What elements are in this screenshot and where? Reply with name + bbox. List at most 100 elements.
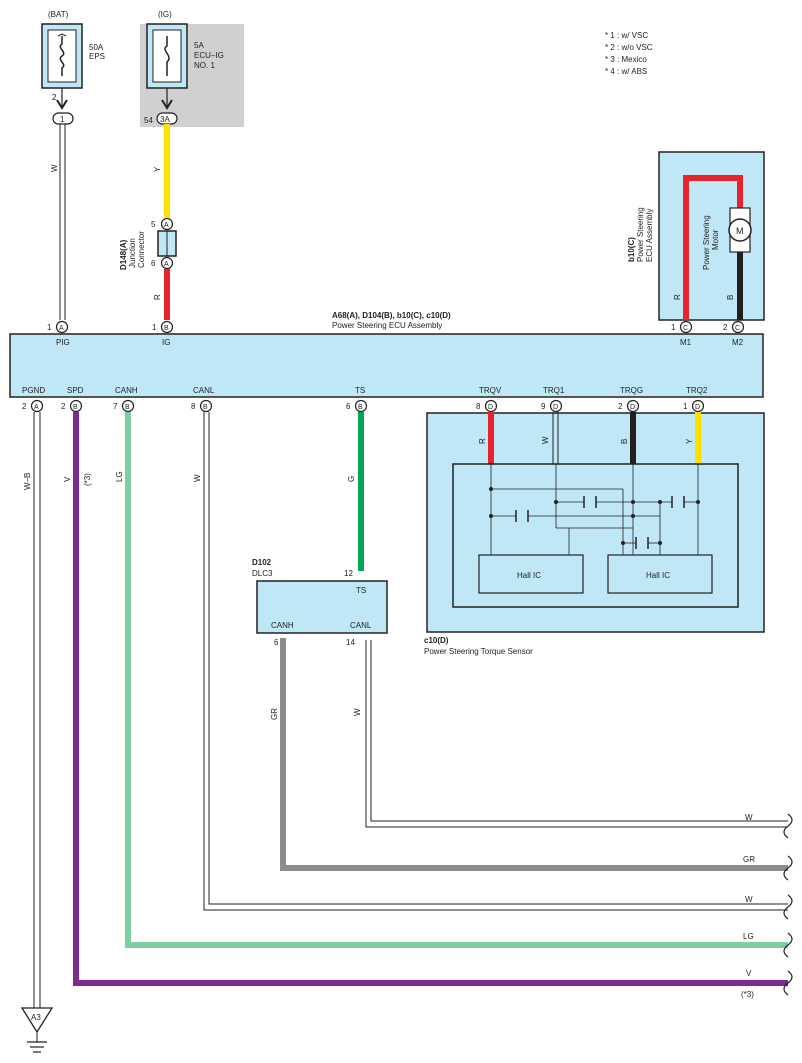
pin-pgnd: 2: [22, 402, 27, 411]
m2-connector: [731, 320, 745, 334]
wire-canl-label: W: [193, 474, 202, 482]
dlc-box: [256, 580, 388, 634]
eps-fuse-amp: 50A: [89, 43, 104, 52]
dlc-canh-label: CANH: [271, 621, 294, 630]
wire-pgnd-label: W–B: [23, 473, 32, 490]
conn-trqg: D: [630, 404, 635, 411]
dlc-name: DLC3: [252, 569, 273, 578]
wire-spd-label: V: [63, 476, 72, 482]
conn-trq2: D: [695, 404, 700, 411]
wire-dlc-canh-gr: [280, 638, 788, 871]
conn-canl: B: [203, 404, 208, 411]
pin-ts: 6: [346, 402, 351, 411]
torque-sensor-box: [426, 412, 765, 633]
ig-pin: 54: [144, 116, 153, 125]
conn-trqv: D: [488, 404, 493, 411]
dlc-canh-wire-label: GR: [270, 708, 279, 720]
wire-trq2-label: Y: [685, 438, 694, 444]
ecu-label-spd: SPD: [67, 386, 84, 395]
motor-symbol: M: [736, 226, 744, 236]
motor-wire-left-label: R: [673, 294, 682, 300]
pig-conn: A: [59, 325, 64, 332]
hall-ic-2: [607, 554, 713, 594]
ig-pin-connector: [160, 320, 174, 334]
ecu-name: Power Steering ECU Assembly: [332, 321, 442, 330]
conn-spd: B: [73, 404, 78, 411]
pin-canh: 7: [113, 402, 118, 411]
junction-name2: Connector: [137, 231, 146, 268]
pin-trq2: 1: [683, 402, 688, 411]
wire-pgnd: [33, 412, 41, 1008]
m2-pin: 2: [723, 323, 728, 332]
wire-trq1: [552, 412, 559, 464]
ecu-label-trq2: TRQ2: [686, 386, 708, 395]
ig-pin-label: IG: [162, 338, 170, 347]
ground-label: A3: [31, 1013, 41, 1022]
ground-symbol: [20, 1007, 54, 1053]
conn-canh: B: [125, 404, 130, 411]
eps-fuse-name: EPS: [89, 52, 105, 61]
bat-label: (BAT): [48, 10, 69, 19]
fuse-icon: [164, 36, 170, 76]
dlc-canl-label: CANL: [350, 621, 372, 630]
hall-ic-1: [478, 554, 584, 594]
pig-connector: [55, 320, 69, 334]
junction-pin-bot: 6: [151, 259, 156, 268]
right-label-v: V: [746, 969, 752, 978]
wire-canh-label: LG: [115, 471, 124, 482]
ecu-box: [9, 333, 764, 398]
ecu-label-trq1: TRQ1: [543, 386, 565, 395]
ig-label: (IG): [158, 10, 172, 19]
ecu-ig-fuse: [146, 23, 188, 89]
motor-name1: Power Steering: [702, 215, 711, 270]
right-label-v-note: (*3): [741, 990, 754, 999]
ecu-label-ts: TS: [355, 386, 365, 395]
pig-label: PIG: [56, 338, 70, 347]
dlc-id: D102: [252, 558, 272, 567]
bat-connector: [52, 112, 74, 125]
right-label-w1: W: [745, 813, 753, 822]
pin-trqg: 2: [618, 402, 623, 411]
note-1: * 1 : w/ VSC: [605, 31, 648, 40]
junction-conn-top: A: [164, 222, 169, 229]
right-label-gr: GR: [743, 855, 755, 864]
motor-icon: [728, 207, 752, 253]
sensor-id: c10(D): [424, 636, 449, 645]
ecu-fuse-name1: ECU–IG: [194, 51, 224, 60]
dlc-ts-pin: 12: [344, 569, 353, 578]
pig-pin: 1: [47, 323, 52, 332]
dlc-ts-label: TS: [356, 586, 366, 595]
ecu-bottom-connectors: [30, 399, 705, 413]
ig-pin-number: 1: [152, 323, 157, 332]
torque-sensor-inner: [452, 463, 739, 608]
ecu-header: A68(A), D104(B), b10(C), c10(D): [332, 311, 451, 320]
pin-canl: 8: [191, 402, 196, 411]
right-label-lg: LG: [743, 932, 754, 941]
junction-connector: [157, 217, 177, 270]
ig-conn: B: [164, 325, 169, 332]
ecu-label-pgnd: PGND: [22, 386, 45, 395]
m2-label: M2: [732, 338, 744, 347]
m1-pin: 1: [671, 323, 676, 332]
note-2: * 2 : w/o VSC: [605, 43, 653, 52]
motor-ecu-name1: Power Steering: [636, 207, 645, 262]
sensor-junction-dots: [489, 487, 700, 545]
bat-conn-label: 1: [60, 115, 65, 124]
conn-ts: B: [358, 404, 363, 411]
wire-ts-label: G: [347, 476, 356, 482]
wire-spd-v: [73, 412, 788, 986]
junction-conn-bot: A: [164, 261, 169, 268]
wire-canl-w: [203, 412, 788, 911]
ecu-fuse-name2: NO. 1: [194, 61, 215, 70]
sensor-name: Power Steering Torque Sensor: [424, 647, 533, 656]
ecu-fuse-amp: 5A: [194, 41, 204, 50]
wire-w-bat-label: W: [50, 164, 59, 172]
eps-fuse: [41, 23, 83, 89]
bat-pin: 2: [52, 93, 57, 102]
junction-id: D148(A): [119, 239, 128, 270]
m1-conn: C: [683, 325, 688, 332]
motor-wire-red: [683, 175, 743, 320]
ecu-label-trqv: TRQV: [479, 386, 502, 395]
note-4: * 4 : w/ ABS: [605, 67, 647, 76]
